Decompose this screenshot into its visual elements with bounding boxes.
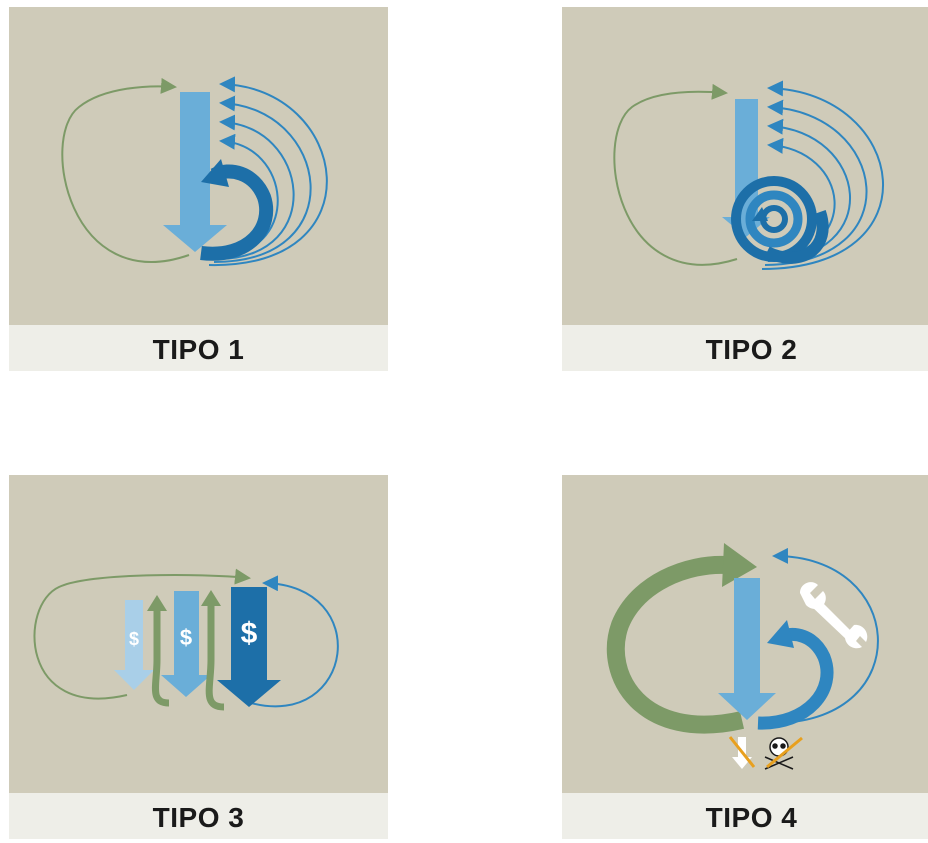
tipo-2-diagram [562,7,928,325]
green-connector [155,610,169,703]
tipo-4-diagram [562,475,928,793]
tipo-1-diagram [9,7,388,325]
card-label: TIPO 3 [9,793,388,839]
green-thick-loop [616,565,742,725]
currency-symbol: $ [241,617,258,650]
spiral-icon [736,181,812,257]
currency-symbol: $ [180,625,192,650]
green-connector [209,605,224,707]
green-loop-arc [62,86,189,262]
tipo-3-diagram: $ $ $ [9,475,388,793]
card-tipo-1: TIPO 1 [9,7,388,371]
card-tipo-3: $ $ $ TIPO 3 [9,475,388,839]
card-label: TIPO 2 [562,325,928,371]
card-tipo-2: TIPO 2 [562,7,928,371]
curl-arrow [758,634,827,723]
currency-symbol: $ [129,629,139,649]
main-down-arrow [718,578,776,720]
card-label: TIPO 1 [9,325,388,371]
green-loop-arc [614,92,737,265]
card-tipo-4: TIPO 4 [562,475,928,839]
curl-arrow [201,171,266,253]
card-label: TIPO 4 [562,793,928,839]
